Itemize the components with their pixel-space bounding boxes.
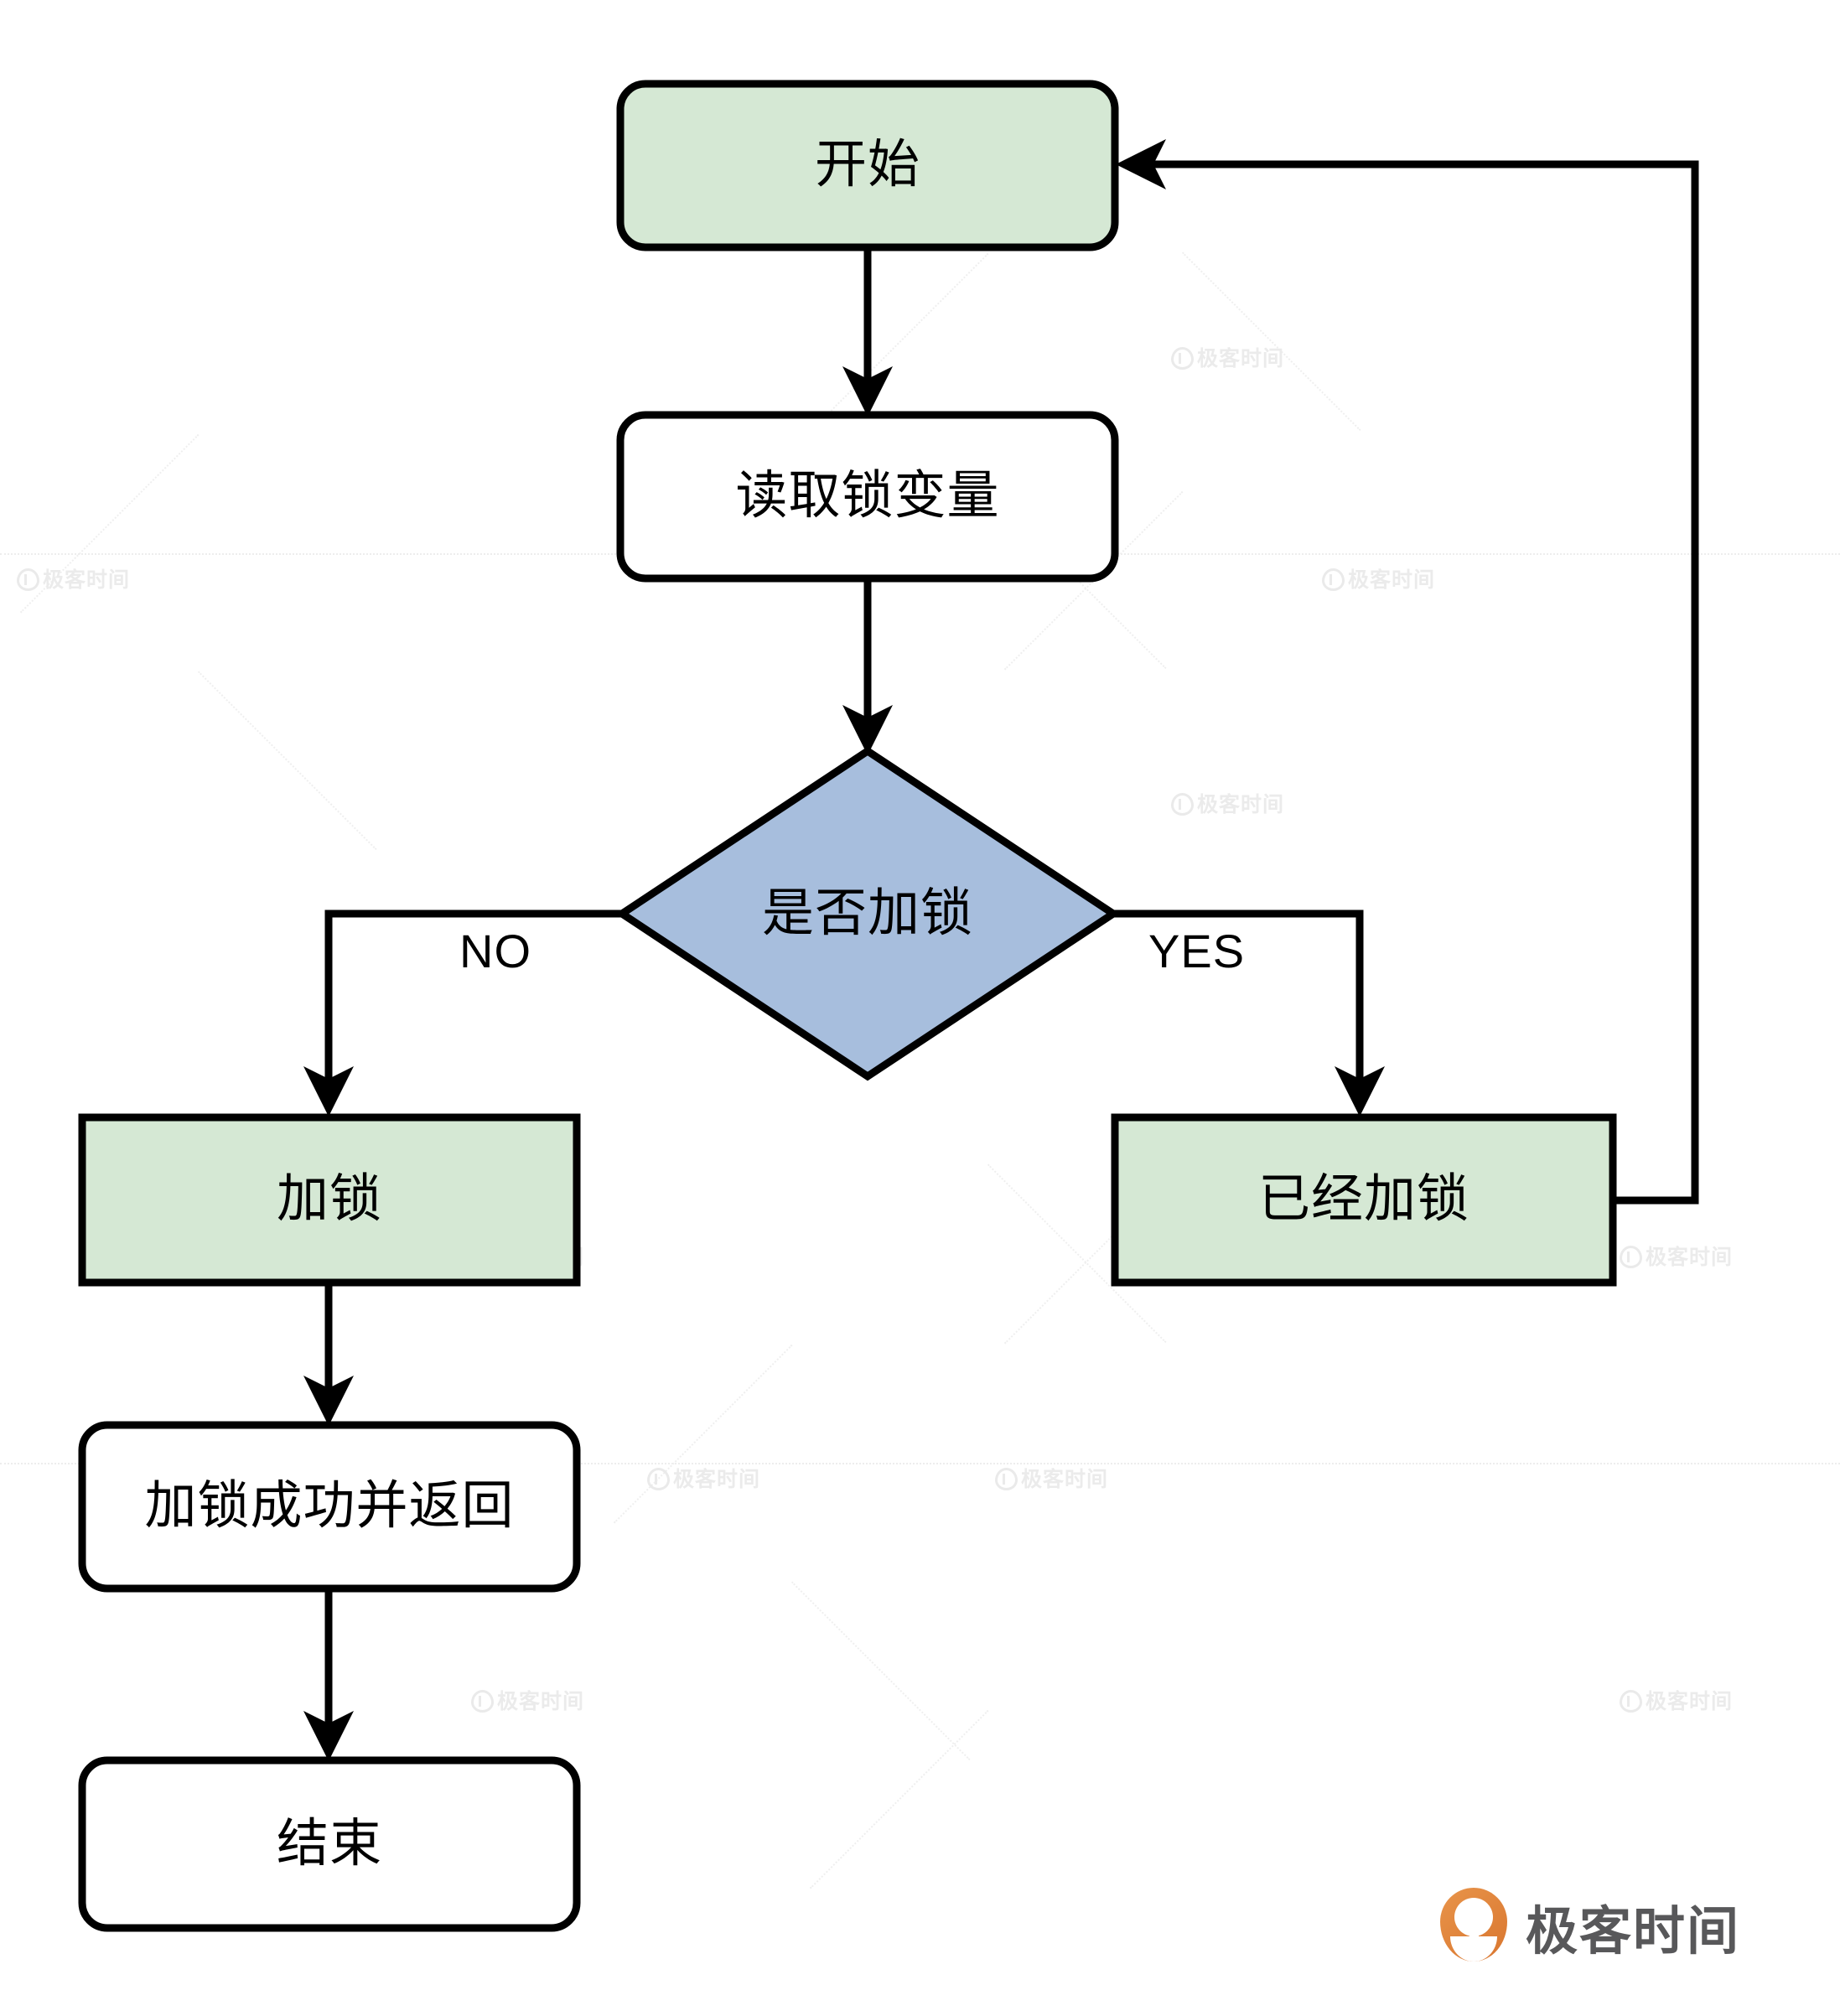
geektime-logo: 极客时间 <box>1440 1888 1740 1965</box>
node-lock[interactable] <box>78 1113 581 1287</box>
node-end[interactable] <box>78 1756 581 1932</box>
node-already-locked-label: 已经加锁 <box>1257 1170 1469 1229</box>
edge-label-no: NO <box>459 925 531 977</box>
edge-already-to-start <box>1116 139 1699 1205</box>
edge-decision-to-lock <box>303 910 622 1117</box>
geektime-pin-icon <box>1440 1888 1507 1965</box>
node-decision-is-locked-label: 是否加锁 <box>761 884 973 942</box>
node-start-label: 开始 <box>814 136 920 194</box>
node-lock-label: 加锁 <box>276 1170 382 1229</box>
node-read-lock-variable-label: 读取锁变量 <box>735 467 1000 526</box>
node-read-lock-variable[interactable] <box>616 411 1119 583</box>
node-lock-success-return[interactable] <box>78 1421 581 1593</box>
edge-decision-to-already <box>1113 910 1385 1117</box>
edge-label-yes: YES <box>1148 925 1246 977</box>
node-already-locked[interactable] <box>1111 1113 1617 1287</box>
edge-success-to-end <box>303 1588 354 1761</box>
node-end-label: 结束 <box>276 1814 382 1873</box>
logo-smile-shape <box>1450 1936 1497 1962</box>
edge-start-to-read <box>842 247 893 417</box>
node-decision-is-locked[interactable] <box>614 746 1121 1081</box>
node-start[interactable] <box>616 80 1119 251</box>
node-lock-success-return-label: 加锁成功并返回 <box>144 1477 515 1536</box>
edge-read-to-decision <box>842 578 893 755</box>
edge-lock-to-success <box>303 1283 354 1426</box>
geektime-logo-text: 极客时间 <box>1526 1903 1741 1961</box>
